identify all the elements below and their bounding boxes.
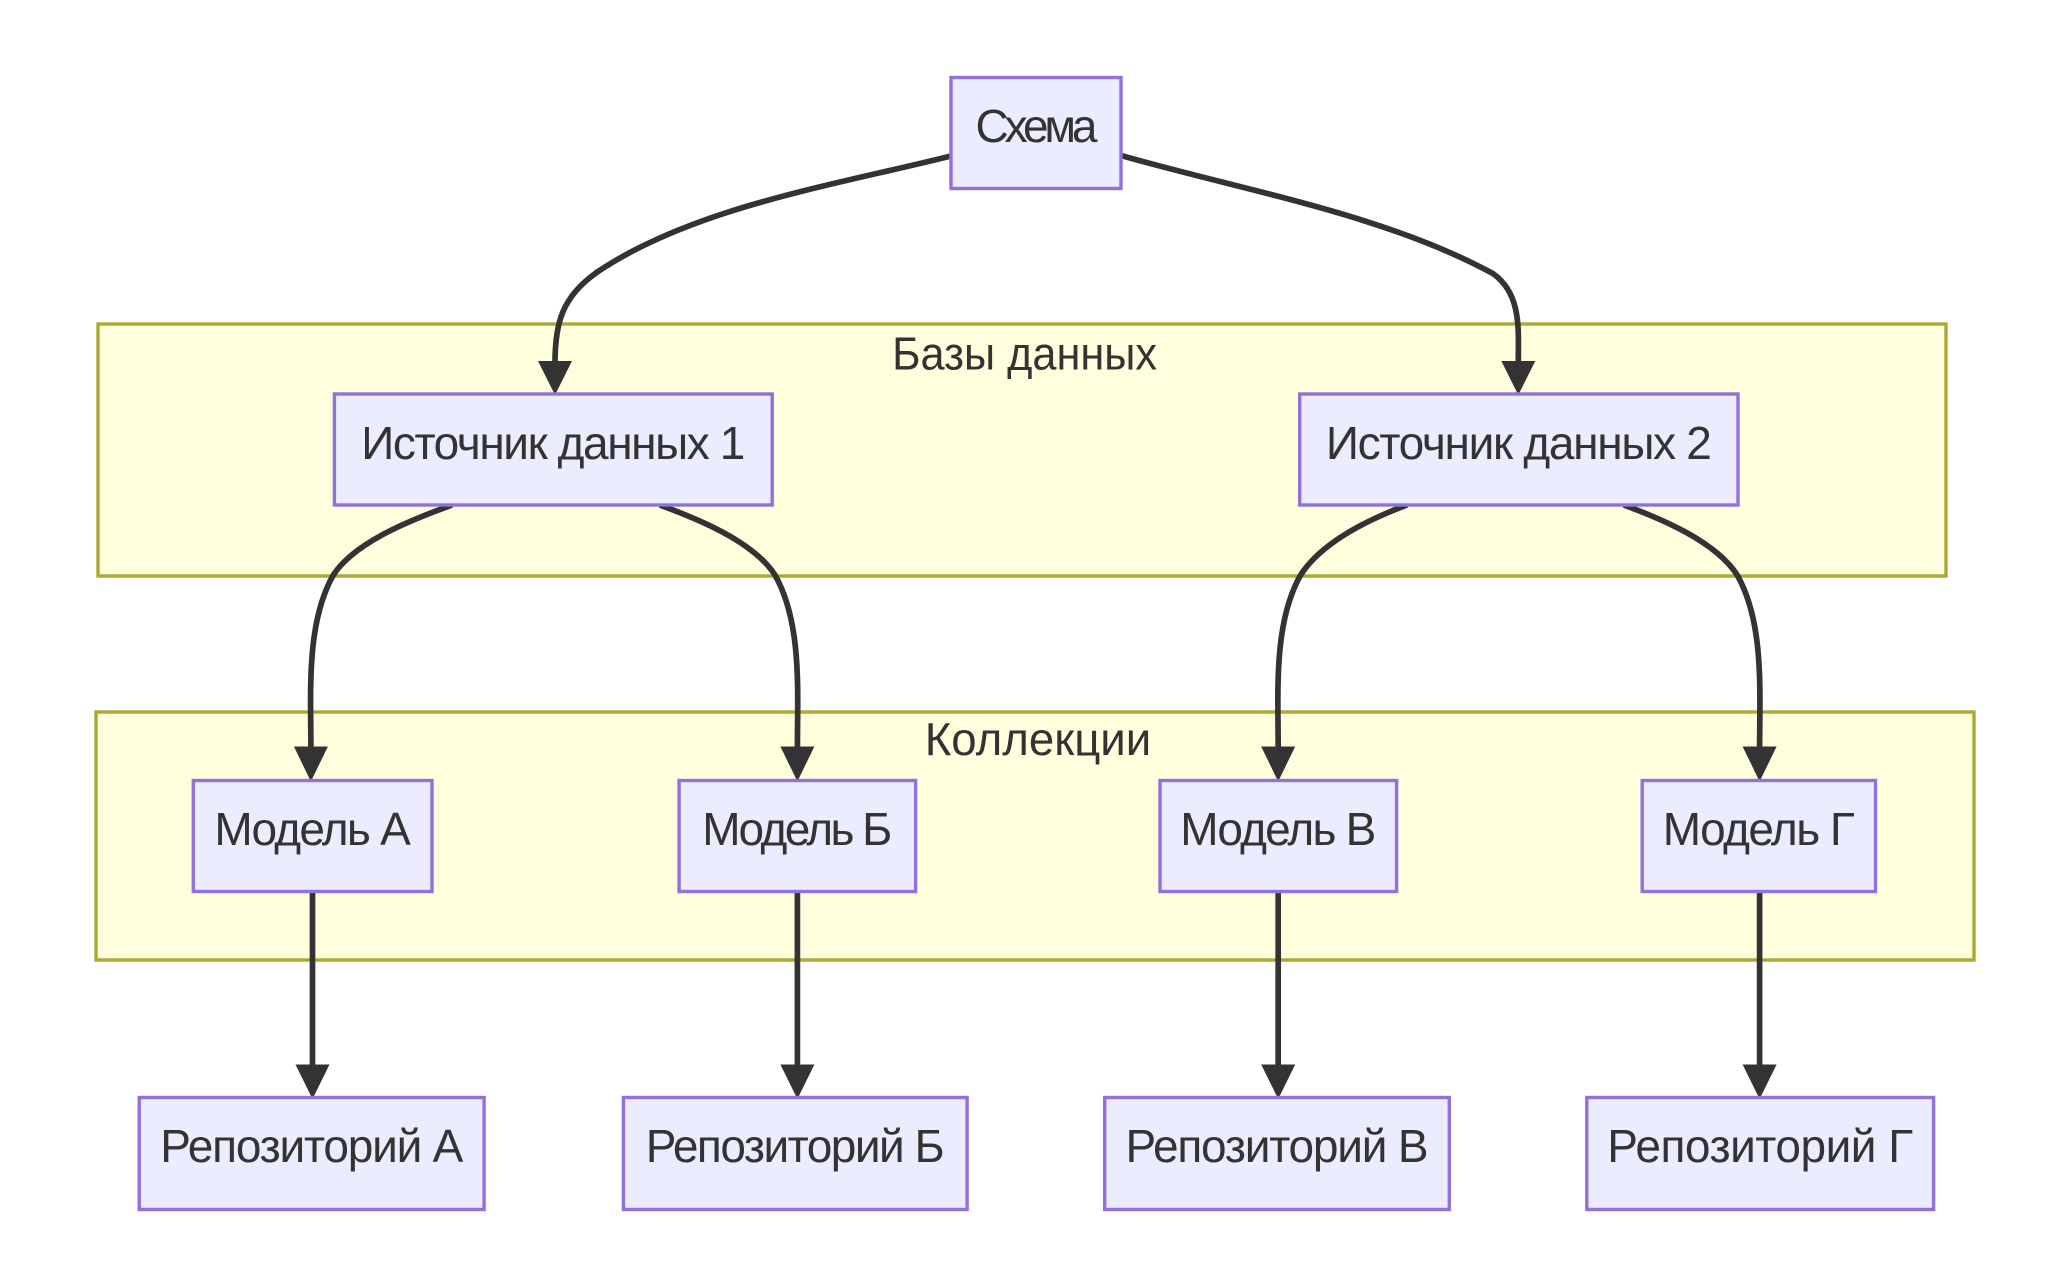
svg-text:Коллекции: Коллекции [925,713,1152,765]
svg-text:Модель Г: Модель Г [1663,803,1855,855]
svg-text:Модель Б: Модель Б [702,803,892,855]
svg-text:Источник данных 2: Источник данных 2 [1326,417,1712,469]
svg-text:Репозиторий Б: Репозиторий Б [646,1120,945,1172]
svg-text:Репозиторий В: Репозиторий В [1126,1120,1429,1172]
svg-text:Базы данных: Базы данных [892,328,1157,380]
svg-text:Репозиторий А: Репозиторий А [160,1120,463,1172]
svg-text:Источник данных 1: Источник данных 1 [361,417,745,469]
svg-text:Репозиторий Г: Репозиторий Г [1607,1120,1913,1172]
svg-text:Модель А: Модель А [214,803,411,855]
svg-text:Модель В: Модель В [1180,803,1376,855]
svg-text:Схема: Схема [976,100,1098,152]
